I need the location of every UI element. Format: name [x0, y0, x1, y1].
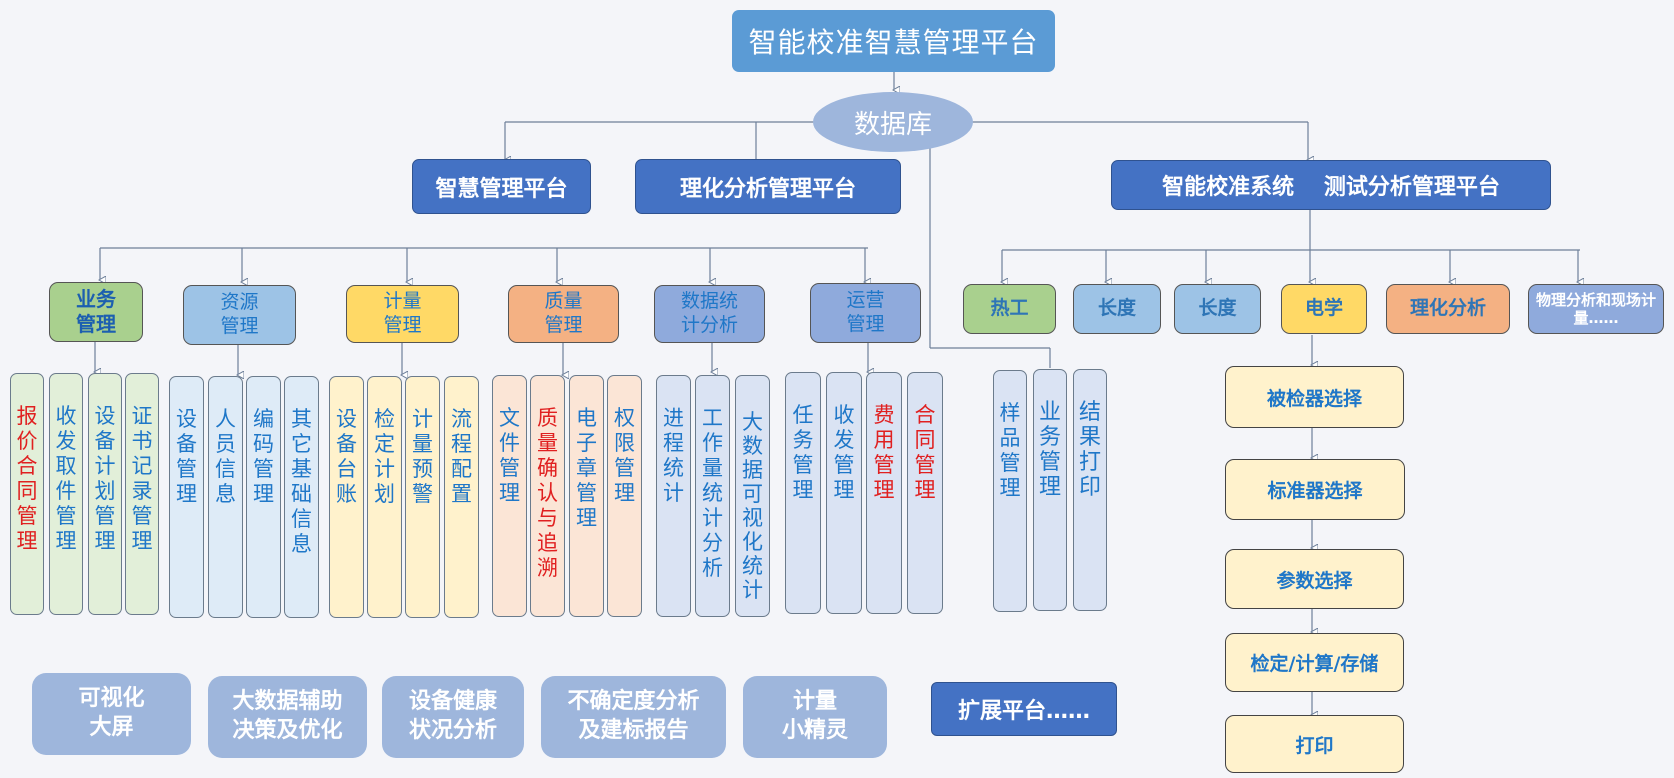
item-other-basic-info: 其它基础信息	[284, 376, 319, 618]
category-data-stats: 数据统 计分析	[654, 285, 765, 343]
item-workload-analysis: 工作量统计分析	[695, 375, 730, 617]
item-process-config: 流程配置	[444, 376, 479, 618]
item-fee-mgmt: 费用管理	[866, 372, 902, 614]
item-label: 结果打印	[1079, 400, 1102, 500]
item-permission-mgmt: 权限管理	[607, 375, 642, 617]
flow-step-instrument: 被检器选择	[1225, 366, 1404, 428]
database-node: 数据库	[813, 92, 973, 152]
smart-mgmt-platform: 智慧管理平台	[412, 159, 591, 214]
item-label: 样品管理	[999, 401, 1021, 500]
item-contract-mgmt: 合同管理	[907, 372, 943, 614]
calib-length-2: 长度	[1174, 284, 1261, 334]
item-certificate-record: 证书记录管理	[125, 373, 159, 615]
item-label: 质量确认与追溯	[537, 406, 558, 580]
item-label: 证书记录管理	[131, 404, 153, 553]
item-e-seal-mgmt: 电子章管理	[569, 375, 604, 617]
item-label: 设备台账	[336, 407, 357, 506]
item-quality-trace: 质量确认与追溯	[530, 375, 565, 617]
bottom-equipment-health: 设备健康 状况分析	[382, 676, 524, 758]
item-send-receive-mgmt: 收发管理	[826, 372, 862, 614]
category-metrology: 计量 管理	[346, 285, 459, 343]
item-label: 检定计划	[374, 407, 395, 506]
item-business-mgmt: 业务管理	[1033, 369, 1067, 611]
item-label: 权限管理	[614, 406, 635, 505]
item-document-mgmt: 文件管理	[492, 375, 527, 617]
item-label: 计量预警	[412, 407, 433, 506]
item-equipment-ledger: 设备台账	[329, 376, 364, 618]
calib-test-platform: 智能校准系统 测试分析管理平台	[1111, 160, 1551, 210]
item-label: 设备计划管理	[94, 404, 116, 553]
item-metrology-alert: 计量预警	[405, 376, 440, 618]
bottom-uncertainty: 不确定度分析 及建标报告	[541, 676, 726, 758]
item-sample-mgmt: 样品管理	[993, 370, 1027, 612]
item-label: 业务管理	[1039, 400, 1062, 500]
item-task-mgmt: 任务管理	[785, 372, 821, 614]
flow-step-standard: 标准器选择	[1225, 459, 1405, 520]
platform-title: 智能校准智慧管理平台	[732, 10, 1055, 72]
bottom-visual-screen: 可视化 大屏	[32, 673, 191, 755]
bottom-bigdata-decision: 大数据辅助 决策及优化	[208, 676, 367, 758]
calib-length-1: 长度	[1073, 284, 1161, 334]
item-label: 设备管理	[176, 407, 197, 506]
flow-step-print: 打印	[1225, 715, 1404, 773]
item-equipment-plan: 设备计划管理	[88, 373, 122, 615]
item-bigdata-visual: 大数据可视化统计	[735, 375, 770, 617]
item-quote-contract: 报价合同管理	[10, 373, 44, 615]
item-label: 工作量统计分析	[702, 406, 723, 580]
item-label: 任务管理	[792, 403, 814, 502]
item-label: 费用管理	[873, 403, 895, 502]
item-result-print: 结果打印	[1073, 369, 1107, 611]
item-label: 进程统计	[663, 406, 684, 505]
category-business: 业务 管理	[49, 282, 143, 342]
item-label: 收发管理	[833, 403, 855, 502]
item-progress-stats: 进程统计	[656, 375, 691, 617]
category-resource: 资源 管理	[183, 285, 296, 345]
flow-step-verify: 检定/计算/存储	[1225, 633, 1404, 692]
bottom-metrology-assistant: 计量 小精灵	[743, 676, 887, 758]
item-label: 其它基础信息	[291, 407, 312, 556]
flow-step-parameter: 参数选择	[1225, 549, 1404, 609]
item-label: 流程配置	[451, 407, 472, 506]
calib-physchem: 理化分析	[1386, 284, 1510, 334]
item-personnel-info: 人员信息	[208, 376, 243, 618]
item-label: 电子章管理	[576, 406, 597, 530]
category-quality: 质量 管理	[508, 285, 619, 343]
item-equipment-mgmt: 设备管理	[169, 376, 204, 618]
item-label: 报价合同管理	[16, 404, 38, 553]
category-operations: 运营 管理	[810, 283, 921, 343]
item-label: 人员信息	[215, 407, 236, 506]
item-verification-plan: 检定计划	[367, 376, 402, 618]
item-send-receive: 收发取件管理	[49, 373, 83, 615]
calib-physical-onsite: 物理分析和现场计量……	[1528, 284, 1664, 334]
calib-electrical: 电学	[1281, 284, 1367, 334]
item-label: 收发取件管理	[55, 404, 77, 553]
item-code-mgmt: 编码管理	[246, 376, 281, 618]
physchem-platform: 理化分析管理平台	[635, 159, 901, 214]
item-label: 文件管理	[499, 406, 520, 505]
item-label: 编码管理	[253, 407, 274, 506]
item-label: 合同管理	[914, 403, 936, 502]
item-label: 大数据可视化统计	[742, 410, 763, 602]
extension-platform: 扩展平台……	[931, 682, 1117, 736]
calib-thermal: 热工	[963, 284, 1056, 334]
